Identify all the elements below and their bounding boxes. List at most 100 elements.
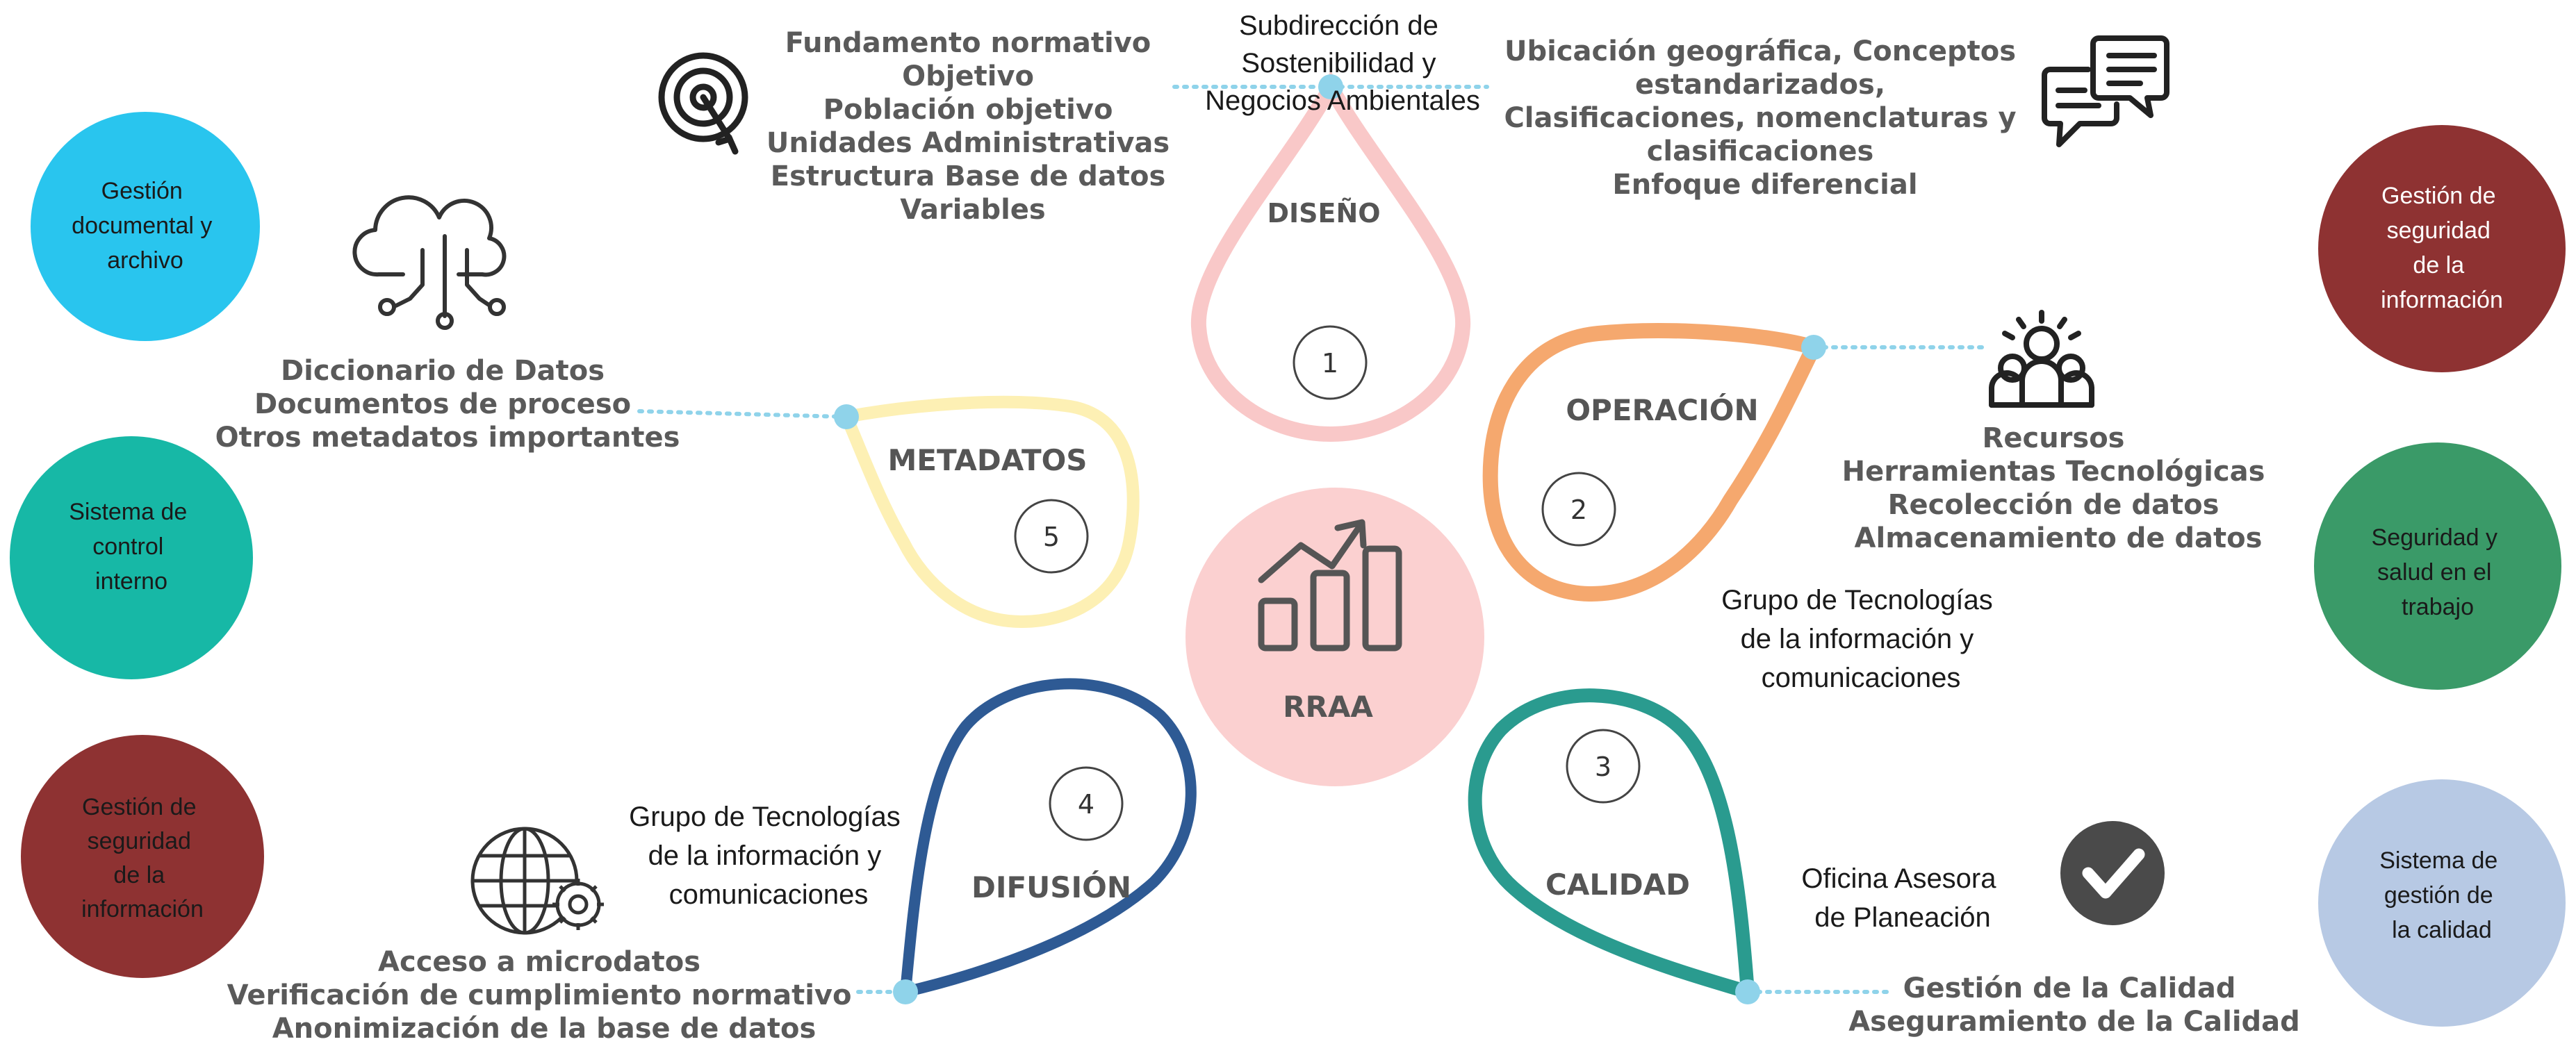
list-item: Población objetivo [823, 94, 1113, 126]
responsible-line: Subdirección de [1239, 10, 1438, 41]
calidad-list: Gestión de la Calidad Aseguramiento de l… [1848, 972, 2300, 1038]
list-item: Acceso a microdatos [378, 946, 700, 978]
side-circle-quality-management: Sistema de gestión de la calidad [2318, 779, 2566, 1027]
svg-text:Sistema de control: Sistema de control interno [69, 499, 194, 595]
list-item: Estructura Base de datos [771, 160, 1165, 192]
list-item: Diccionario de Datos [281, 355, 605, 387]
side-circle-line: documental y [72, 213, 212, 239]
list-item: Unidades Administrativas [766, 127, 1170, 159]
side-circle-line: Sistema de [2379, 847, 2497, 874]
side-circle-line: información [81, 896, 204, 922]
side-circle-line: de la [2413, 252, 2464, 279]
stage-number-badge-1 [1293, 325, 1368, 400]
side-circle-line: seguridad [88, 828, 191, 854]
responsible-line: Negocios Ambientales [1205, 85, 1480, 116]
responsible-line: de la información y [1741, 624, 1974, 654]
dot-diseno [1318, 74, 1343, 99]
stage-number-badge-5 [1014, 499, 1089, 574]
list-item: Aseguramiento de la Calidad [1848, 1006, 2300, 1038]
side-circle-line: Gestión de [82, 794, 196, 820]
stage-number: 3 [1595, 752, 1611, 782]
list-item: Clasificaciones, nomenclaturas y [1504, 102, 2016, 134]
stage-loop-operacion [1482, 323, 1825, 602]
diseno-left-list: Fundamento normativo Objetivo Población … [766, 27, 1179, 226]
list-item: Verificación de cumplimiento normativo [227, 979, 852, 1011]
side-circle-health-safety: Seguridad y salud en el trabajo [2314, 442, 2561, 690]
team-icon [1989, 310, 2094, 408]
stage-number-badge-2 [1541, 472, 1616, 547]
svg-text:Gestión documental y: Gestión documental y archivo [72, 178, 219, 274]
dot-difusion [893, 979, 918, 1004]
stage-title-operacion: OPERACIÓN [1566, 392, 1758, 427]
operacion-responsible: Grupo de Tecnologías de la información y… [1721, 585, 2001, 693]
stage-number: 4 [1078, 789, 1094, 820]
side-circle-internal-control: Sistema de control interno [10, 436, 253, 679]
growth-chart-icon [1258, 519, 1402, 652]
diseno-right-list: Ubicación geográfica, Conceptos estandar… [1504, 35, 2026, 201]
list-item: Fundamento normativo [785, 27, 1151, 59]
side-circle-line: de la [113, 862, 165, 888]
metadatos-list: Diccionario de Datos Documentos de proce… [215, 355, 680, 454]
stage-number-badge-3 [1566, 729, 1641, 804]
dot-calidad [1735, 979, 1760, 1004]
center-hub: RRAA [1186, 488, 1484, 786]
stage-number: 5 [1043, 522, 1060, 552]
stage-loop-diseno [1190, 71, 1471, 442]
side-circle-line: archivo [107, 247, 183, 274]
side-circle-line: gestión de [2384, 882, 2493, 909]
responsible-line: Oficina Asesora [1801, 863, 1996, 894]
list-item: Otros metadatos importantes [215, 422, 680, 454]
list-item: Recolección de datos [1888, 489, 2220, 521]
checkmark-icon [2060, 821, 2165, 925]
diseno-responsible: Subdirección de Sostenibilidad y Negocio… [1205, 10, 1480, 116]
responsible-line: Grupo de Tecnologías [629, 802, 901, 832]
difusion-responsible: Grupo de Tecnologías de la información y… [629, 802, 908, 910]
center-label: RRAA [1283, 690, 1373, 724]
side-circle-line: salud en el [2377, 559, 2491, 586]
list-item: Gestión de la Calidad [1903, 972, 2236, 1004]
list-item: clasificaciones [1647, 135, 1874, 167]
connector-metadatos [637, 409, 846, 419]
side-circle-info-security-right: Gestión de seguridad de la información [2318, 125, 2566, 372]
side-circle-info-security-left: Gestión de seguridad de la información [21, 735, 264, 978]
svg-text:Gestión de seguridad: Gestión de seguridad de la información [81, 794, 204, 922]
calidad-responsible: Oficina Asesora de Planeación [1801, 863, 2003, 933]
responsible-line: Grupo de Tecnologías [1721, 585, 1993, 615]
list-item: Recursos [1983, 422, 2125, 454]
stage-loop-difusion [899, 678, 1197, 1000]
stage-loop-calidad [1468, 688, 1756, 1002]
responsible-line: comunicaciones [669, 879, 869, 910]
responsible-line: Sostenibilidad y [1241, 48, 1436, 78]
list-item: Objetivo [902, 60, 1034, 92]
difusion-list: Acceso a microdatos Verificación de cump… [227, 946, 862, 1044]
stage-number: 2 [1570, 495, 1587, 525]
stage-number: 1 [1322, 348, 1338, 379]
stage-numbers: 1 2 3 4 5 [1043, 348, 1611, 820]
list-item: Variables [900, 194, 1045, 226]
stage-title-metadatos: METADATOS [887, 443, 1087, 477]
responsible-line: de la información y [648, 840, 882, 871]
stage-title-calidad: CALIDAD [1545, 868, 1690, 902]
target-icon [658, 52, 748, 155]
side-circle-line: la calidad [2392, 917, 2492, 943]
stage-title-difusion: DIFUSIÓN [971, 870, 1131, 904]
list-item: estandarizados, [1635, 69, 1885, 101]
stage-number-badge-4 [1049, 766, 1124, 841]
list-item: Almacenamiento de datos [1855, 522, 2263, 554]
side-circle-line: información [2381, 287, 2503, 313]
list-item: Enfoque diferencial [1612, 169, 1917, 201]
side-circle-line: trabajo [2402, 594, 2474, 620]
connector-dots [834, 74, 1826, 1004]
list-item: Herramientas Tecnológicas [1842, 456, 2265, 488]
responsible-line: comunicaciones [1762, 663, 1961, 693]
svg-text:Seguridad y salud en el: Seguridad y salud en el trabajo [2372, 524, 2504, 620]
globe-gear-icon [470, 827, 604, 935]
list-item: Ubicación geográfica, Conceptos [1504, 35, 2016, 67]
chat-bubbles-icon [2042, 35, 2169, 147]
stage-title-diseno: DISEÑO [1267, 198, 1380, 229]
stage-loop-metadatos [837, 395, 1140, 629]
side-circle-line: control [92, 533, 163, 560]
side-circle-line: Seguridad y [2372, 524, 2497, 551]
dot-metadatos [834, 404, 859, 429]
